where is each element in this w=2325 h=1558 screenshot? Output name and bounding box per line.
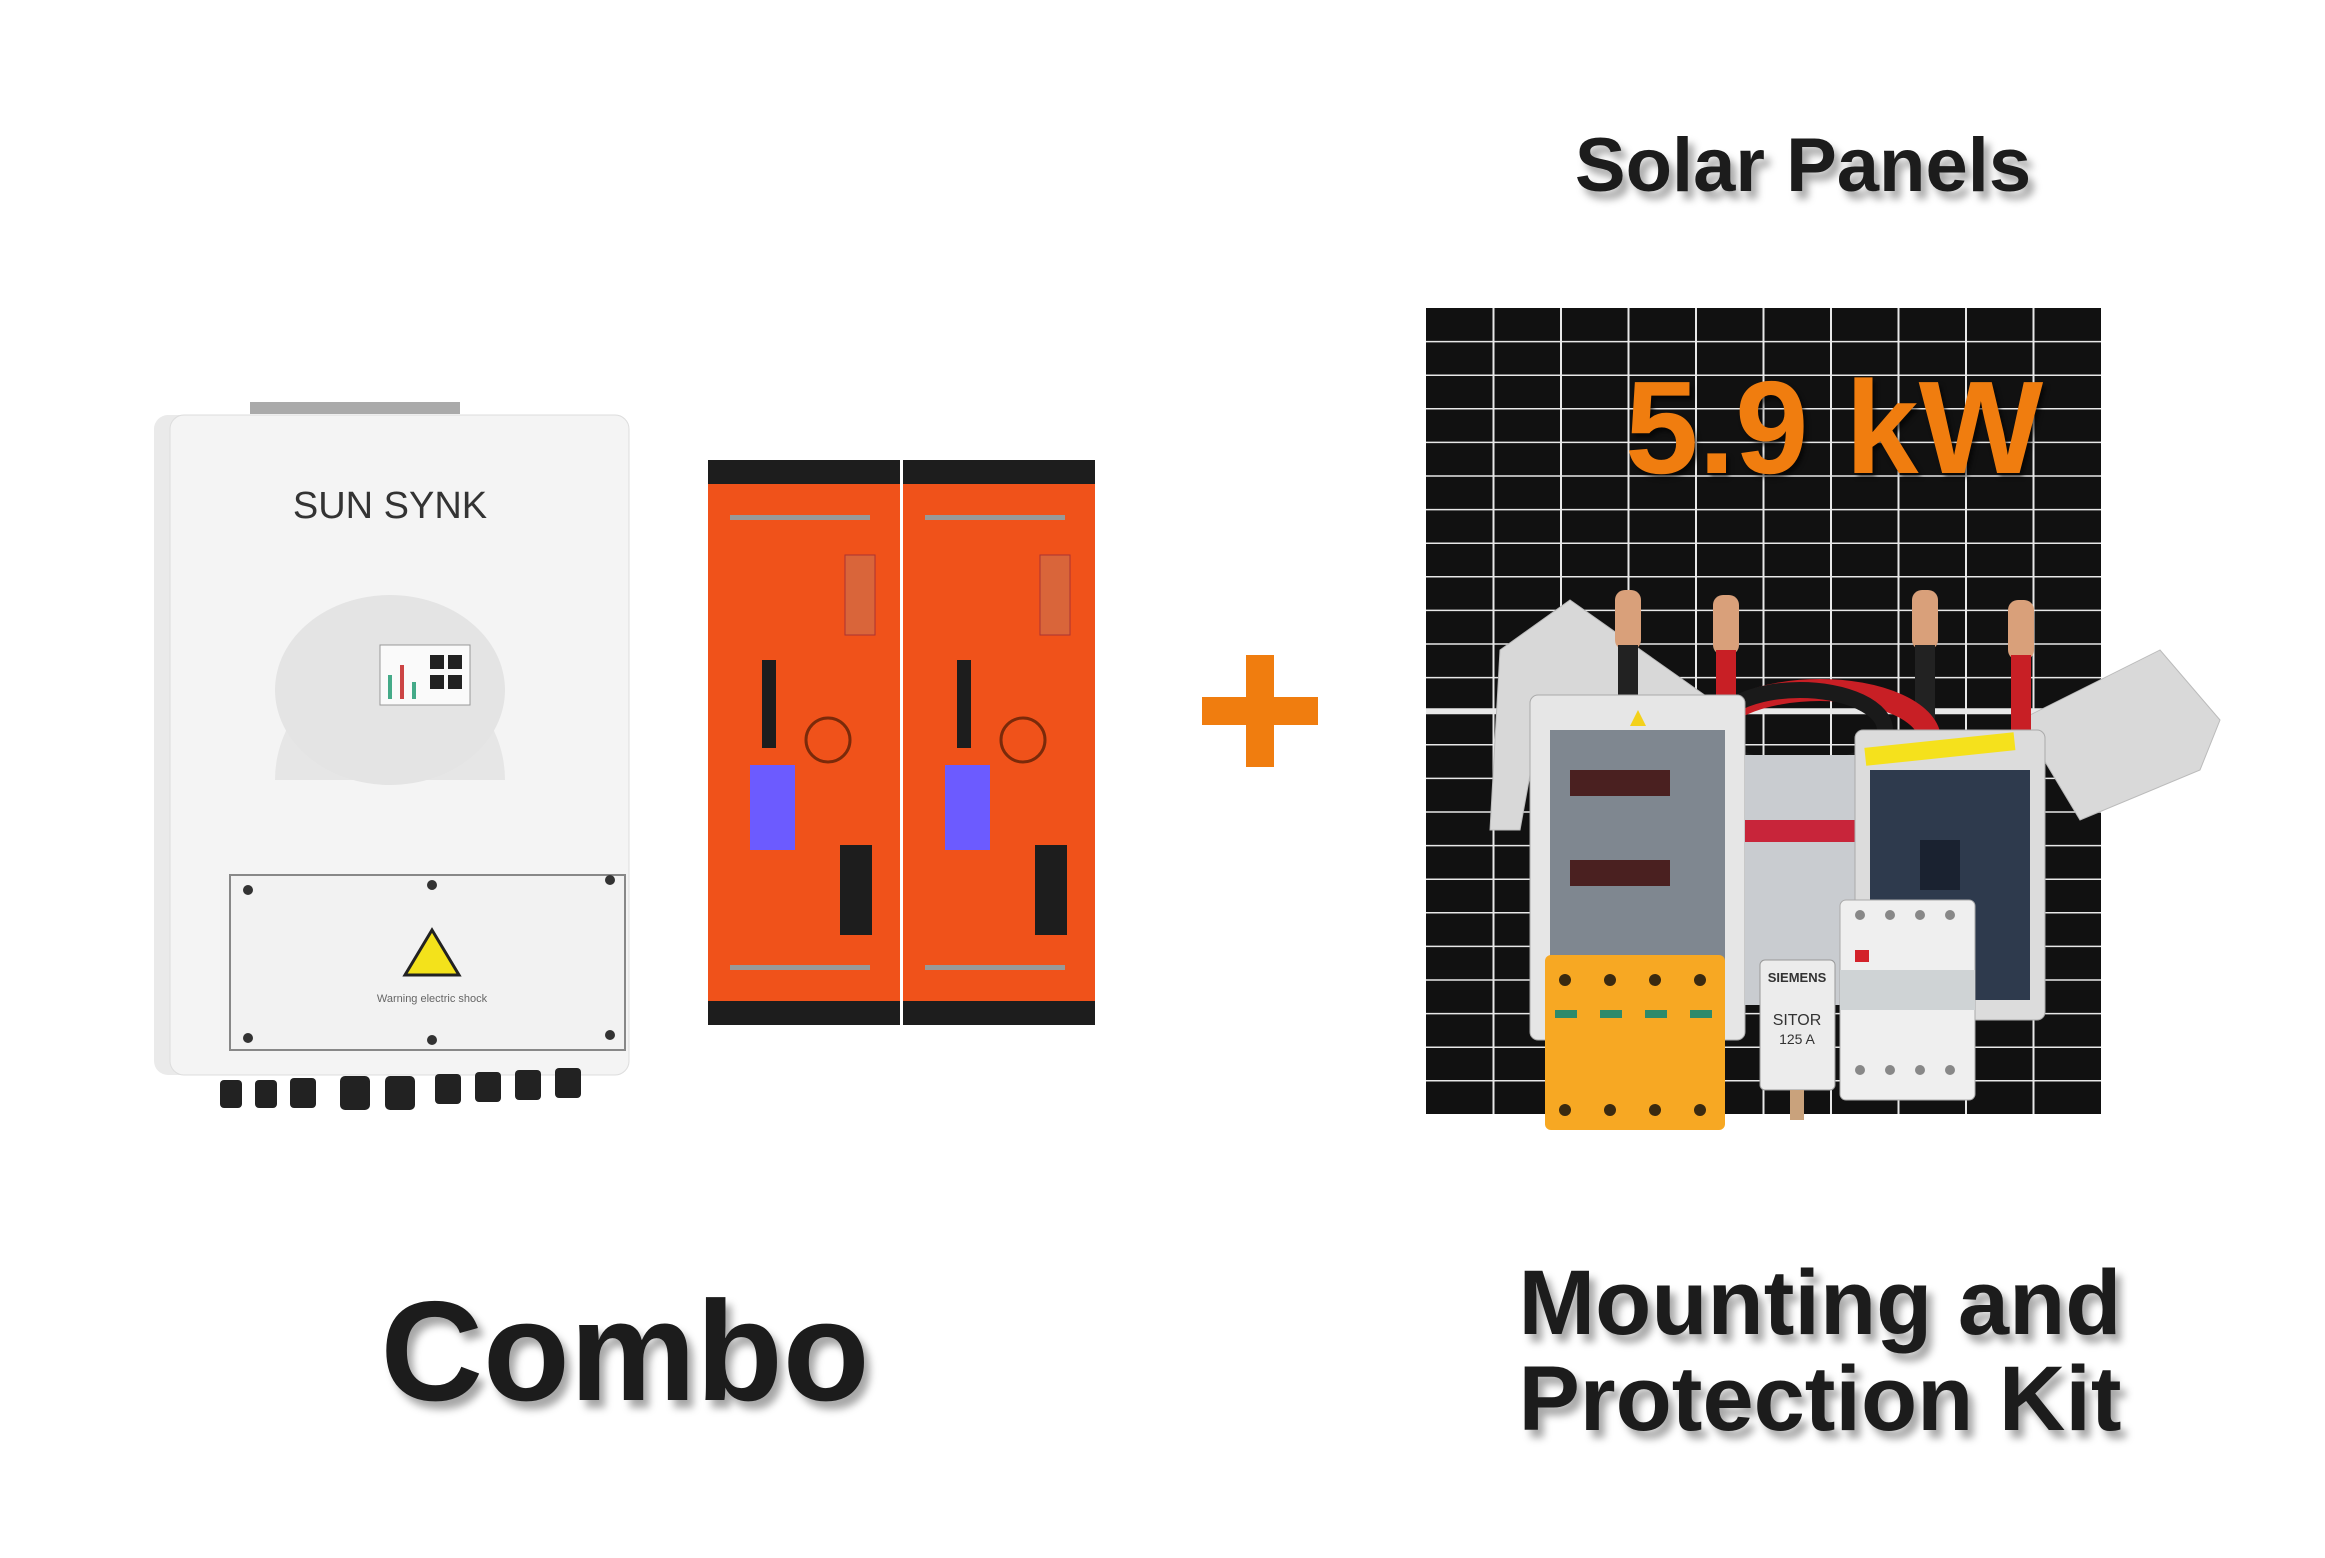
warning-label: Warning electric shock xyxy=(377,993,488,1005)
solar-panels-heading: Solar Panels xyxy=(1574,123,2032,208)
kit-heading-line-2: Protection Kit xyxy=(1518,1348,2122,1450)
fuse-brand-label: SIEMENS xyxy=(1768,970,1827,985)
cable-lugs xyxy=(1615,590,2034,745)
inverter-image: SUN SYNK Warning electric shock xyxy=(154,402,630,1110)
fuse-rating-label: 125 A xyxy=(1779,1031,1815,1047)
power-rating-label: 5.9 kW xyxy=(1625,354,2044,501)
inverter-brand-logo: SUN SYNK xyxy=(293,485,487,527)
plus-icon xyxy=(1202,655,1318,767)
combo-heading: Combo xyxy=(380,1272,870,1431)
battery-module xyxy=(708,460,900,1025)
fuse-model-label: SITOR xyxy=(1773,1012,1822,1029)
mounting-protection-kit-heading: Mounting and Protection Kit xyxy=(1420,1255,2220,1447)
kit-heading-line-1: Mounting and xyxy=(1518,1252,2122,1354)
protection-kit-image: SIEMENS SITOR 125 A xyxy=(1489,590,2221,1130)
battery-pack-image xyxy=(708,458,1097,1027)
